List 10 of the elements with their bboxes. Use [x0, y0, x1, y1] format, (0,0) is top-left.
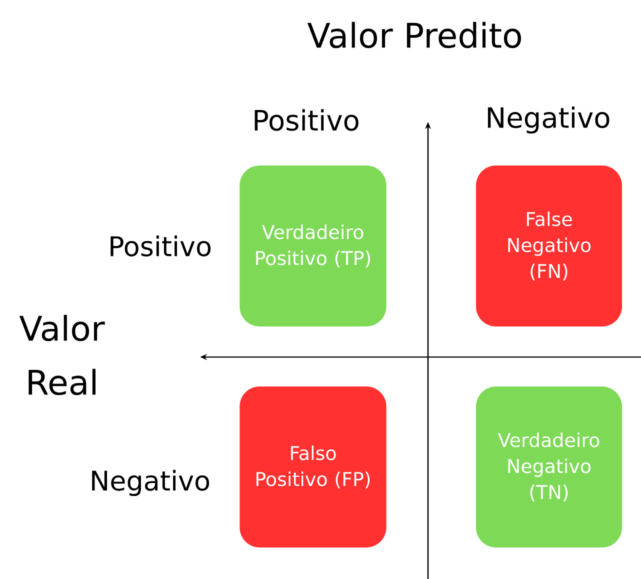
class-box: Verdadeiro Positivo (TP) [240, 166, 386, 326]
axis-title: Valor Predito [307, 22, 521, 48]
axis-label: Negativo [92, 470, 210, 496]
class-box: Verdadeiro Negativo (TN) [476, 386, 622, 548]
axis-title: Valor Real [19, 314, 105, 396]
axis-label: Positivo [110, 236, 211, 256]
class-box: False Negativo (FN) [476, 166, 622, 326]
axis-label: Positivo [254, 109, 358, 131]
class-box: Falso Positivo (FP) [240, 386, 386, 548]
axis-label: Negativo [488, 106, 610, 134]
